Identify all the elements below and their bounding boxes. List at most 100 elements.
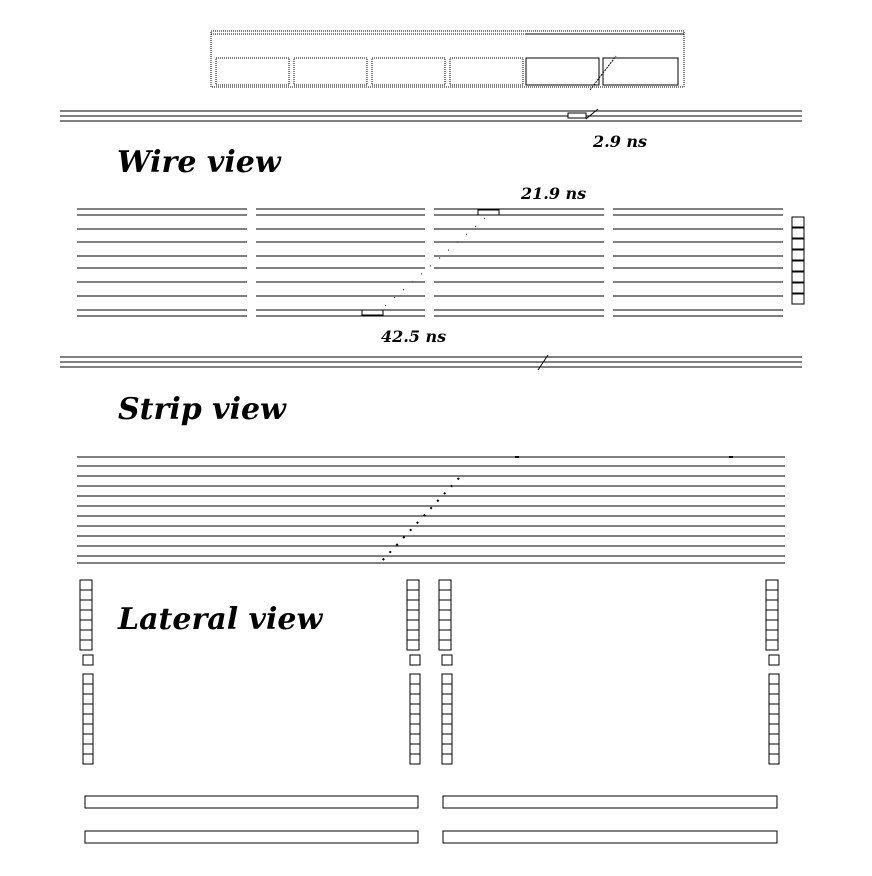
lateral-col-4-bot-6 bbox=[768, 733, 780, 745]
time-label-wire-upper: 21.9 ns bbox=[521, 184, 587, 203]
bottom-bar-left-1 bbox=[84, 795, 419, 809]
lateral-col-3-bot-5 bbox=[441, 723, 453, 735]
lateral-col-1-bot-1 bbox=[82, 683, 94, 695]
upper-plane-lines bbox=[60, 108, 802, 122]
lateral-col-1-bot-6 bbox=[82, 733, 94, 745]
lateral-col-1-bot-5 bbox=[82, 723, 94, 735]
lateral-col-2-bot-3 bbox=[409, 703, 421, 715]
wire-hit-lower bbox=[361, 309, 384, 316]
lateral-col-1-top-5 bbox=[79, 629, 93, 641]
lateral-col-2-bot-4 bbox=[409, 713, 421, 725]
lateral-col-1-bot-2 bbox=[82, 693, 94, 705]
bottom-bar-right-2 bbox=[442, 830, 778, 844]
lateral-col-3-bot-7 bbox=[441, 743, 453, 755]
wire-side-box-6 bbox=[791, 282, 805, 294]
wire-side-box-3 bbox=[791, 249, 805, 261]
wire-hit-upper bbox=[477, 209, 500, 216]
lateral-col-4-bot-8 bbox=[768, 753, 780, 765]
wire-side-boxes bbox=[791, 216, 805, 305]
lateral-col-4-top-5 bbox=[765, 629, 779, 641]
wire-side-box-2 bbox=[791, 238, 805, 250]
lateral-col-2-bot-1 bbox=[409, 683, 421, 695]
lateral-col-2-top-4 bbox=[406, 619, 420, 631]
wire-planes bbox=[77, 208, 783, 317]
top-hit-tick bbox=[585, 108, 599, 120]
lateral-col-3-top-0 bbox=[438, 579, 452, 591]
wire-side-box-7 bbox=[791, 293, 805, 305]
lateral-col-4-top-4 bbox=[765, 619, 779, 631]
lateral-col-3-bot-4 bbox=[441, 713, 453, 725]
lateral-col-2-top-6 bbox=[406, 639, 420, 651]
lateral-col-3-top-5 bbox=[438, 629, 452, 641]
lateral-col-4-top-2 bbox=[765, 599, 779, 611]
lateral-col-3-bot-8 bbox=[441, 753, 453, 765]
wire-side-box-1 bbox=[791, 227, 805, 239]
top-cell-6 bbox=[602, 57, 679, 86]
time-label-wire-lower: 42.5 ns bbox=[381, 327, 447, 346]
bottom-bar-left-2 bbox=[84, 830, 419, 844]
time-label-top: 2.9 ns bbox=[593, 132, 648, 151]
top-cell-4 bbox=[449, 57, 524, 86]
lateral-col-3-top-6 bbox=[438, 639, 452, 651]
lateral-col-2-top-0 bbox=[406, 579, 420, 591]
bottom-bars bbox=[84, 795, 778, 844]
lateral-col-3-mid bbox=[441, 654, 453, 666]
top-track bbox=[589, 55, 617, 91]
top-cell-1 bbox=[215, 57, 290, 86]
lateral-col-2-bot-7 bbox=[409, 743, 421, 755]
lateral-boxes bbox=[79, 579, 780, 765]
lateral-col-1-top-0 bbox=[79, 579, 93, 591]
middle-track bbox=[537, 354, 549, 371]
lateral-col-4-top-1 bbox=[765, 589, 779, 601]
lateral-col-4-bot-1 bbox=[768, 683, 780, 695]
lateral-col-1-bot-3 bbox=[82, 703, 94, 715]
lateral-col-3-top-1 bbox=[438, 589, 452, 601]
lateral-view-title: Lateral view bbox=[118, 602, 323, 637]
lateral-col-4-mid bbox=[768, 654, 780, 666]
lateral-col-4-bot-4 bbox=[768, 713, 780, 725]
lateral-col-3-top-2 bbox=[438, 599, 452, 611]
lateral-col-1-mid bbox=[82, 654, 94, 666]
lateral-col-2-top-2 bbox=[406, 599, 420, 611]
middle-plane-lines bbox=[60, 354, 802, 371]
lateral-col-4-top-0 bbox=[765, 579, 779, 591]
lateral-col-4-bot-0 bbox=[768, 673, 780, 685]
lateral-col-1-bot-8 bbox=[82, 753, 94, 765]
strip-track bbox=[379, 456, 733, 564]
top-cell-3 bbox=[371, 57, 446, 86]
lateral-col-3-top-4 bbox=[438, 619, 452, 631]
lateral-col-4-top-6 bbox=[765, 639, 779, 651]
lateral-col-1-top-1 bbox=[79, 589, 93, 601]
lateral-col-3-bot-1 bbox=[441, 683, 453, 695]
top-hit-marker bbox=[567, 112, 587, 119]
lateral-col-4-bot-7 bbox=[768, 743, 780, 755]
top-chamber bbox=[210, 30, 685, 91]
lateral-col-1-top-4 bbox=[79, 619, 93, 631]
lateral-col-3-bot-3 bbox=[441, 703, 453, 715]
lateral-col-2-bot-8 bbox=[409, 753, 421, 765]
lateral-col-2-bot-0 bbox=[409, 673, 421, 685]
lateral-col-2-top-1 bbox=[406, 589, 420, 601]
top-cell-2 bbox=[293, 57, 368, 86]
lateral-col-4-bot-3 bbox=[768, 703, 780, 715]
lateral-col-3-top-3 bbox=[438, 609, 452, 621]
lateral-col-2-mid bbox=[409, 654, 421, 666]
wire-side-box-4 bbox=[791, 260, 805, 272]
bottom-bar-right-1 bbox=[442, 795, 778, 809]
lateral-col-2-bot-2 bbox=[409, 693, 421, 705]
lateral-col-1-top-3 bbox=[79, 609, 93, 621]
wire-track bbox=[383, 217, 486, 308]
wire-side-box-5 bbox=[791, 271, 805, 283]
lateral-col-3-bot-2 bbox=[441, 693, 453, 705]
lateral-col-2-top-3 bbox=[406, 609, 420, 621]
lateral-col-3-bot-6 bbox=[441, 733, 453, 745]
lateral-col-2-bot-5 bbox=[409, 723, 421, 735]
lateral-col-3-bot-0 bbox=[441, 673, 453, 685]
lateral-col-4-bot-5 bbox=[768, 723, 780, 735]
lateral-col-4-top-3 bbox=[765, 609, 779, 621]
lateral-col-1-bot-7 bbox=[82, 743, 94, 755]
wire-side-box-0 bbox=[791, 216, 805, 228]
strip-view-title: Strip view bbox=[118, 392, 286, 427]
strip-planes bbox=[77, 456, 785, 564]
